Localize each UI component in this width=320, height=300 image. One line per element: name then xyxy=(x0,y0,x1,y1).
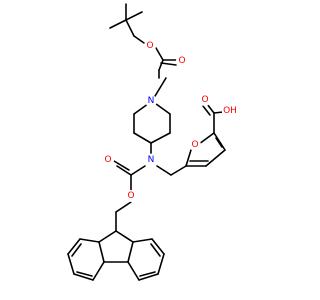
svg-text:N: N xyxy=(148,155,155,165)
svg-text:OH: OH xyxy=(223,106,237,116)
svg-text:O: O xyxy=(201,95,208,105)
svg-text:O: O xyxy=(127,191,134,201)
svg-text:O: O xyxy=(104,155,111,165)
atom-o-acid-carbonyl: O xyxy=(199,94,211,106)
atom-o-boc-ester: O xyxy=(144,40,156,52)
atom-o-fmoc-carbonyl: O xyxy=(102,154,114,166)
svg-text:N: N xyxy=(148,96,155,106)
atom-labels: O O N O OH N O O xyxy=(102,40,238,202)
molecule-diagram: O O N O OH N O O xyxy=(67,3,238,281)
atom-o-fmoc-ester: O xyxy=(125,190,137,202)
atom-oh-acid: OH xyxy=(222,105,238,117)
svg-text:O: O xyxy=(178,56,185,66)
atom-o-boc-carbonyl: O xyxy=(176,55,188,67)
atom-n-carbamate: N xyxy=(145,154,157,166)
svg-text:O: O xyxy=(146,41,153,51)
atom-o-furan: O xyxy=(189,139,201,151)
svg-text:O: O xyxy=(191,140,198,150)
atom-n-piperidine: N xyxy=(145,95,157,107)
